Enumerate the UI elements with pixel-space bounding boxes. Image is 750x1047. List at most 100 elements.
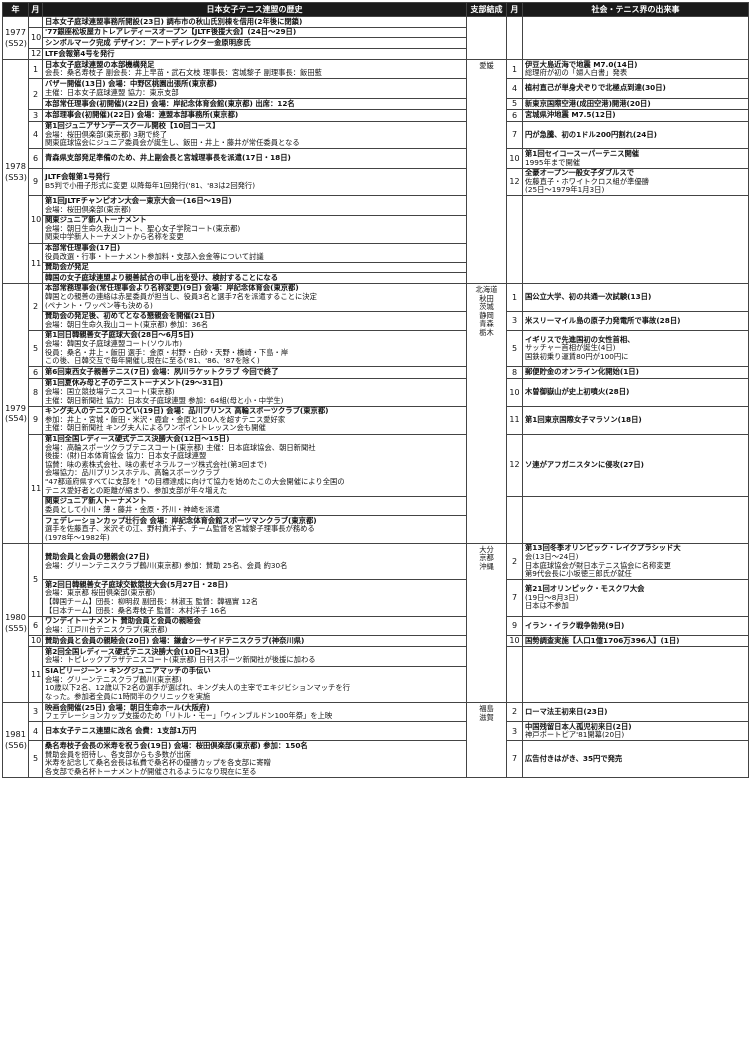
event-cell: フェデレーションカップ壮行会 会場：岸記念体育会館スポーツマンクラブ(東京都)選… bbox=[42, 515, 467, 544]
branch-cell: 愛媛 bbox=[466, 59, 507, 284]
text-line: 本部理事会(初開催)(22日) 会場：連盟本部事務所(東京都) bbox=[45, 110, 239, 120]
text-line: 本部常任理事会(17日) bbox=[45, 243, 121, 252]
event-cell: 賛助会員と会員の懇親会(27日)会場：グリーンテニスクラブ鶴川(東京都) 参加：… bbox=[42, 542, 467, 581]
event-month: 8 bbox=[28, 377, 43, 407]
text-line: 各支部で桑名杯トーナメントが開催されるようになり現在に至る bbox=[45, 766, 257, 776]
text-line: 国鉄初乗り運賃80円が100円に bbox=[525, 352, 629, 361]
society-month: 10 bbox=[506, 634, 523, 648]
table-row: 1977(S52)日本女子庭球連盟事務所開設(23日) 調布市の秋山氏別棟を借用… bbox=[2, 15, 749, 61]
header-month-society: 月 bbox=[506, 2, 523, 17]
text-line: 主催：日本女子庭球連盟 協力：東京支部 bbox=[45, 87, 179, 97]
text-line: なった。参加者全員に1時間半のクリニックを実施 bbox=[45, 691, 211, 701]
text-line: 本部常務理事会(常任理事会より名称変更)(9日) 会場：岸記念体育会(東京都) bbox=[45, 283, 299, 293]
event-cell: 韓国の女子庭球連盟より親善試合の申し出を受け、検討することになる bbox=[42, 272, 467, 284]
text-line: 全豪オープン一般女子ダブルスで bbox=[525, 168, 635, 178]
society-month: 2 bbox=[506, 542, 523, 581]
text-line: この後、日韓交互で毎年開催し現在に至る('81、'86、'87を除く) bbox=[45, 356, 260, 366]
text-line: 第21回オリンピック・モスクワ大会 bbox=[525, 584, 645, 594]
branch-cell: 福島滋賀 bbox=[466, 702, 507, 778]
event-month: 1 bbox=[28, 59, 43, 80]
event-cell: 本部理事会(初開催)(22日) 会場：連盟本部事務所(東京都) bbox=[42, 109, 467, 122]
year-value: 1977 bbox=[5, 27, 26, 38]
society-month: 10 bbox=[506, 148, 523, 169]
text-line: (19日〜8月3日) bbox=[525, 592, 579, 602]
text-line: 国勢調査実施【人口1億1706万396人】(1日) bbox=[525, 635, 680, 645]
text-line: 後援：(財)日本体育協会 協力：日本女子庭球連盟 bbox=[45, 451, 207, 461]
event-cell: バザー開催(13日) 会場：中野区桃園出張所(東京都)主催：日本女子庭球連盟 協… bbox=[42, 78, 467, 99]
text-line: 第2回日韓親善女子庭球交歓競技大会(5月27日・28日) bbox=[45, 579, 229, 589]
society-cell: 植村直己が単身犬ぞりで北極点到達(30日) bbox=[522, 78, 749, 99]
society-month: 7 bbox=[506, 740, 523, 778]
text-line: 第1回JLTFチャンピオン大会ー東京大会ー(16日〜19日) bbox=[45, 195, 232, 205]
year-era: (S52) bbox=[5, 38, 28, 49]
society-empty bbox=[522, 16, 749, 60]
text-line: 主催：朝日新聞社 協力：日本女子庭球連盟 参加：64組(母と小・中学生) bbox=[45, 395, 284, 405]
society-cell: 全豪オープン一般女子ダブルスで佐藤直子・ホワイトクロス組が準優勝(25日〜197… bbox=[522, 167, 749, 197]
branch-cell bbox=[466, 15, 507, 61]
text-line: 第6回東西女子親善テニス(7日) 会場：夙川ラケットクラブ 今回で終了 bbox=[45, 367, 279, 377]
text-line: 会場：江戸川台テニスクラブ(東京都) bbox=[45, 624, 168, 634]
text-line: 10歳以下2名、12歳以下2名の選手が選ばれ、キング夫人の主宰でエキジビションマ… bbox=[45, 683, 350, 693]
year-value: 1980 bbox=[5, 612, 26, 623]
society-month: 10 bbox=[506, 377, 523, 407]
event-month: 3 bbox=[28, 109, 43, 122]
text-line: 会場協力：品川プリンスホテル、高輪スポーツクラブ bbox=[45, 468, 220, 478]
year-cell: 1977(S52) bbox=[2, 15, 29, 61]
event-month: 11 bbox=[28, 433, 43, 544]
society-month: 5 bbox=[506, 329, 523, 368]
text-line: (ペナント・ワッペン等も決める) bbox=[45, 300, 153, 310]
text-line: 会場：東京都 桜田倶楽部(東京都) bbox=[45, 588, 156, 598]
text-line: 第13回冬季オリンピック・レイクプラシッド大 bbox=[525, 543, 681, 553]
table-row: フェデレーションカップ壮行会 会場：岸記念体育会館スポーツマンクラブ(東京都)選… bbox=[3, 515, 749, 544]
society-cell: 中国残留日本人孤児初来日(2日)神戸ポートピア'81開幕(20日) bbox=[522, 721, 749, 742]
society-month: 5 bbox=[506, 97, 523, 111]
event-cell: '77銀座松坂屋カトレアレディースオープン【JLTF後援大会】(24日〜29日) bbox=[42, 26, 467, 39]
text-line: 第9代会長に小坂徳三郎氏が就任 bbox=[525, 569, 632, 579]
event-cell: 日本女子テニス連盟に改名 会費：1支部1万円 bbox=[42, 721, 467, 742]
event-month: 9 bbox=[28, 167, 43, 197]
text-line: 賛助会員と会員の懇親会(27日) bbox=[45, 551, 150, 561]
text-line: 日本庭球協会が財日本テニス協会に名称変更 bbox=[525, 560, 671, 570]
society-empty bbox=[522, 496, 749, 544]
branch-name: 秋田 bbox=[479, 293, 494, 303]
text-line: 関東ジュニア新人トーナメント bbox=[45, 496, 147, 506]
text-line: 会場：朝日生命久我山コート(東京都) 参加：36名 bbox=[45, 319, 209, 329]
text-line: キング夫人のテニスのつどい(19日) 会場：品川プリンス 高輪スポーツクラブ(東… bbox=[45, 406, 329, 416]
text-line: 青森県支部発足準備のため、井上副会長と宮城理事長を派遣(17日・18日) bbox=[45, 153, 291, 163]
society-cell: 郵便貯金のオンライン化開始(1日) bbox=[522, 366, 749, 379]
history-body: 1977(S52)日本女子庭球連盟事務所開設(23日) 調布市の秋山氏別棟を借用… bbox=[2, 15, 749, 778]
table-row: 第2回日韓親善女子庭球交歓競技大会(5月27日・28日)会場：東京都 桜田倶楽部… bbox=[3, 579, 749, 617]
text-line: 選手を佐藤直子、米沢その江、野村貴洋子、チーム監督を宮城黎子理事長が務める bbox=[45, 524, 315, 534]
society-cell: 新東京国際空港(成田空港)開港(20日) bbox=[522, 97, 749, 111]
society-month: 4 bbox=[506, 78, 523, 99]
year-era: (S54) bbox=[5, 413, 28, 424]
society-empty bbox=[522, 195, 749, 284]
text-line: 伊豆大島近海で地震 M7.0(14日) bbox=[525, 59, 638, 69]
society-month: 3 bbox=[506, 310, 523, 331]
text-line: (1978年〜1982年) bbox=[45, 532, 110, 542]
society-cell: イギリスで先進国初の女性首相、サッチャー首相が誕生(4日)国鉄初乗り運賃80円が… bbox=[522, 329, 749, 368]
text-line: 参加：井上・宮城・飯田・米沢・鹿倉・金原と100人を超すテニス愛好家 bbox=[45, 414, 286, 424]
branch-name: 滋賀 bbox=[479, 712, 494, 722]
text-line: 米寿を記念して桑名会長は私費で桑名杯の優勝カップを各支部に寄贈 bbox=[45, 758, 271, 768]
text-line: 木曽御嶽山が史上初噴火(28日) bbox=[525, 386, 630, 396]
text-line: 【日本チーム】団長：桑名寿枝子 監督：木村洋子 16名 bbox=[45, 605, 227, 615]
header-row: 年 月 日本女子テニス連盟の歴史 支部結成 月 社会・テニス界の出来事 bbox=[2, 2, 749, 17]
event-cell: 第1回ジュニアサンデースクール開校【10回コース】会場：桜田倶楽部(東京都) 3… bbox=[42, 120, 467, 150]
branch-name: 沖縄 bbox=[479, 562, 494, 572]
text-line: 第2回全国レディース硬式テニス決勝大会(10日〜13日) bbox=[45, 646, 230, 656]
event-month bbox=[28, 16, 43, 28]
year-cell: 1979(S54) bbox=[2, 282, 29, 544]
text-line: 日本は不参加 bbox=[525, 601, 569, 611]
society-month: 1 bbox=[506, 59, 523, 80]
